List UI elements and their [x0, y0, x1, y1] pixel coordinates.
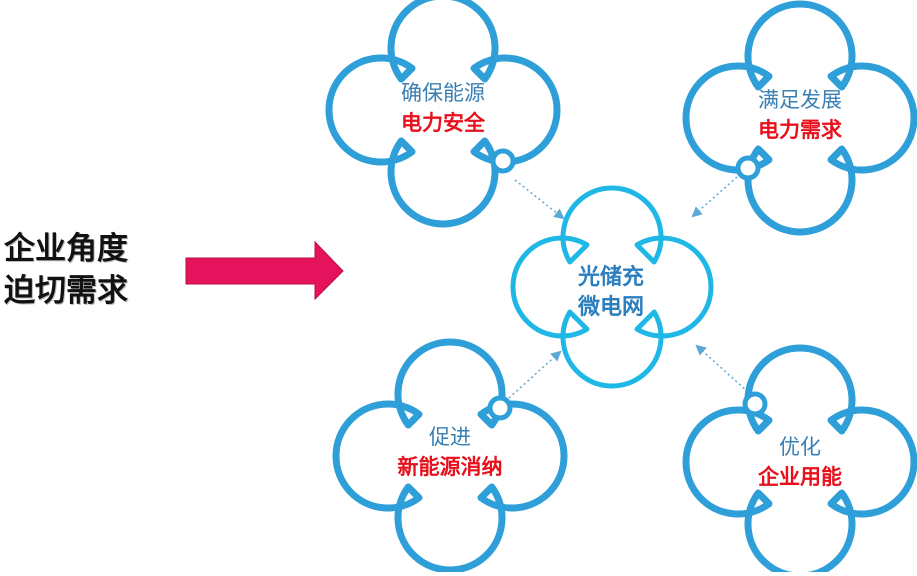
- node-cloud-bottom-right: [682, 344, 917, 576]
- node-bottom-left-line1: 促进: [429, 425, 471, 449]
- node-dot-bottom-right: [742, 391, 768, 417]
- center-cloud: [510, 185, 714, 389]
- left-title: 企业角度 迫切需求: [4, 228, 128, 312]
- center-line2: 微电网: [577, 295, 644, 320]
- left-title-line1: 企业角度: [4, 231, 128, 267]
- center-line1: 光储充: [577, 265, 644, 290]
- node-cloud-bottom-left: [332, 338, 568, 574]
- node-label-top-right: 满足发展 电力需求: [725, 85, 875, 145]
- node-top-left-line2: 电力安全: [401, 111, 485, 135]
- node-label-bottom-left: 促进 新能源消纳: [375, 422, 525, 482]
- node-top-right-line2: 电力需求: [758, 118, 842, 142]
- node-cloud-top-left: [325, 0, 561, 228]
- node-dot-bottom-left: [487, 395, 513, 421]
- node-dot-top-left: [490, 148, 516, 174]
- node-top-left-line1: 确保能源: [401, 81, 485, 105]
- connector-bottom-right: [695, 344, 749, 393]
- node-cloud-top-right: [682, 0, 917, 236]
- center-node-label: 光储充 微电网: [556, 263, 666, 323]
- node-bottom-right-line1: 优化: [779, 435, 821, 459]
- left-title-line2: 迫切需求: [4, 273, 128, 309]
- node-label-bottom-right: 优化 企业用能: [725, 432, 875, 492]
- connector-top-left: [514, 179, 565, 220]
- node-bottom-right-line2: 企业用能: [758, 465, 842, 489]
- connector-bottom-left: [508, 350, 562, 399]
- pink-arrow: [185, 240, 344, 301]
- node-label-top-left: 确保能源 电力安全: [368, 78, 518, 138]
- node-dot-top-right: [735, 155, 761, 181]
- node-bottom-left-line2: 新能源消纳: [397, 455, 503, 479]
- connector-top-right: [691, 176, 738, 218]
- node-top-right-line1: 满足发展: [758, 88, 842, 112]
